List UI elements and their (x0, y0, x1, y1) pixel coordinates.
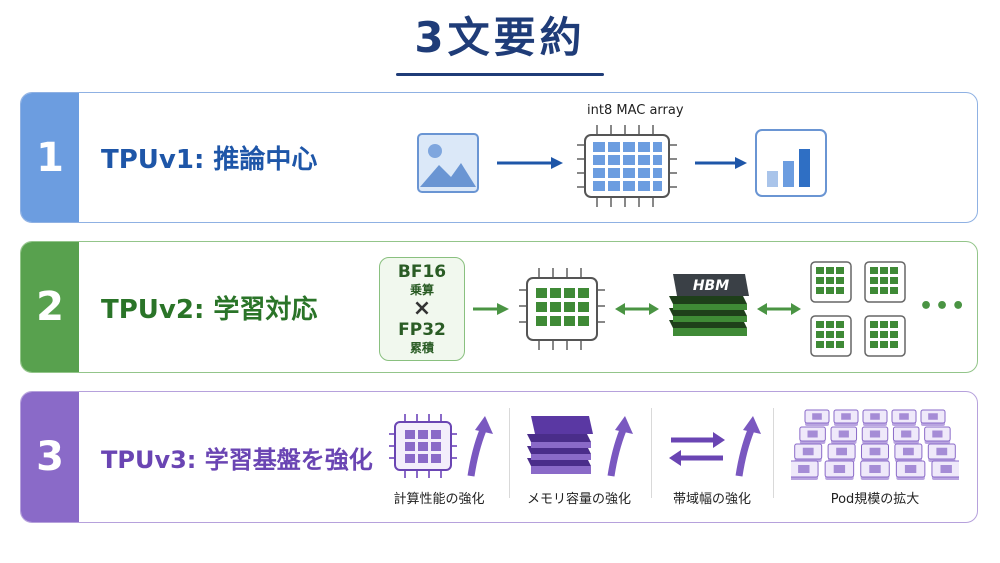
image-icon (417, 133, 479, 193)
multiply-label: 乗算 (409, 283, 434, 297)
pod-chip (827, 443, 856, 462)
feature-divider (509, 408, 510, 498)
accumulate-label: 累積 (409, 341, 434, 355)
pod-chip (861, 426, 889, 444)
row-label: TPUv1: 推論中心 (101, 145, 318, 175)
ellipsis-dots: ••• (919, 294, 968, 319)
pod-chip (927, 443, 956, 462)
bf16-label: BF16 (397, 262, 447, 282)
row-number: 3 (21, 392, 79, 522)
pod-chip (791, 460, 819, 480)
pod-chip (920, 409, 946, 426)
pod-chip (891, 409, 917, 426)
pod-chip (895, 460, 926, 480)
title-area: 3文要約 (0, 8, 1000, 68)
feature-caption: 計算性能の強化 (393, 492, 485, 507)
times-symbol: × (412, 296, 432, 321)
mac-array-label: int8 MAC array (587, 103, 684, 118)
arrow-right-icon (695, 157, 747, 169)
chip-grid-icon (577, 125, 677, 207)
row-tpuv2: 2 TPUv2: 学習対応 BF16 乗算 × FP32 累積 (20, 241, 978, 373)
pod-chip (861, 443, 889, 462)
chip-up-icon (389, 414, 493, 478)
pod-chip (794, 443, 823, 462)
row-tpuv1: 1 TPUv1: 推論中心 int8 MAC array (20, 92, 978, 223)
pod-chip (860, 460, 890, 480)
chip-grid-icon (519, 268, 605, 350)
fp32-label: FP32 (398, 320, 446, 340)
arrow-right-icon (473, 303, 509, 315)
memory-stack-up-icon (527, 416, 633, 477)
pod-chip (830, 426, 858, 444)
feature-caption: 帯域幅の強化 (672, 492, 751, 507)
pod-chip (862, 409, 888, 426)
feature-caption: Pod規模の拡大 (830, 492, 920, 507)
feature-divider (651, 408, 652, 498)
feature-divider (773, 408, 774, 498)
hbm-stack-icon: HBM (669, 274, 749, 336)
pod-chip (892, 426, 920, 444)
double-arrow-icon (757, 303, 801, 315)
pod-grid-icon (791, 409, 959, 480)
title-underline (396, 73, 604, 76)
pod-chip (894, 443, 923, 462)
pod-chip (799, 426, 826, 444)
chip-array-icon (810, 261, 906, 357)
double-arrow-icon (615, 303, 659, 315)
precision-formula-box: BF16 乗算 × FP32 累積 (379, 257, 465, 361)
pod-chip (824, 460, 855, 480)
arrow-right-icon (497, 157, 563, 169)
row-tpuv3: 3 TPUv3: 学習基盤を強化 計算性能の強化 メモリ容量の強化 (20, 391, 978, 523)
pod-chip (924, 426, 951, 444)
hbm-label: HBM (693, 278, 729, 294)
page-title: 3文要約 (414, 13, 586, 62)
row-label: TPUv3: 学習基盤を強化 (101, 445, 373, 474)
feature-caption: メモリ容量の強化 (526, 492, 631, 507)
row-label: TPUv2: 学習対応 (101, 294, 318, 325)
bidirectional-up-icon (669, 416, 761, 477)
row-number: 2 (21, 242, 79, 372)
row-number: 1 (21, 93, 79, 222)
pod-chip (804, 409, 830, 426)
bar-chart-icon (755, 129, 827, 197)
pod-chip (833, 409, 859, 426)
pod-chip (931, 460, 959, 480)
